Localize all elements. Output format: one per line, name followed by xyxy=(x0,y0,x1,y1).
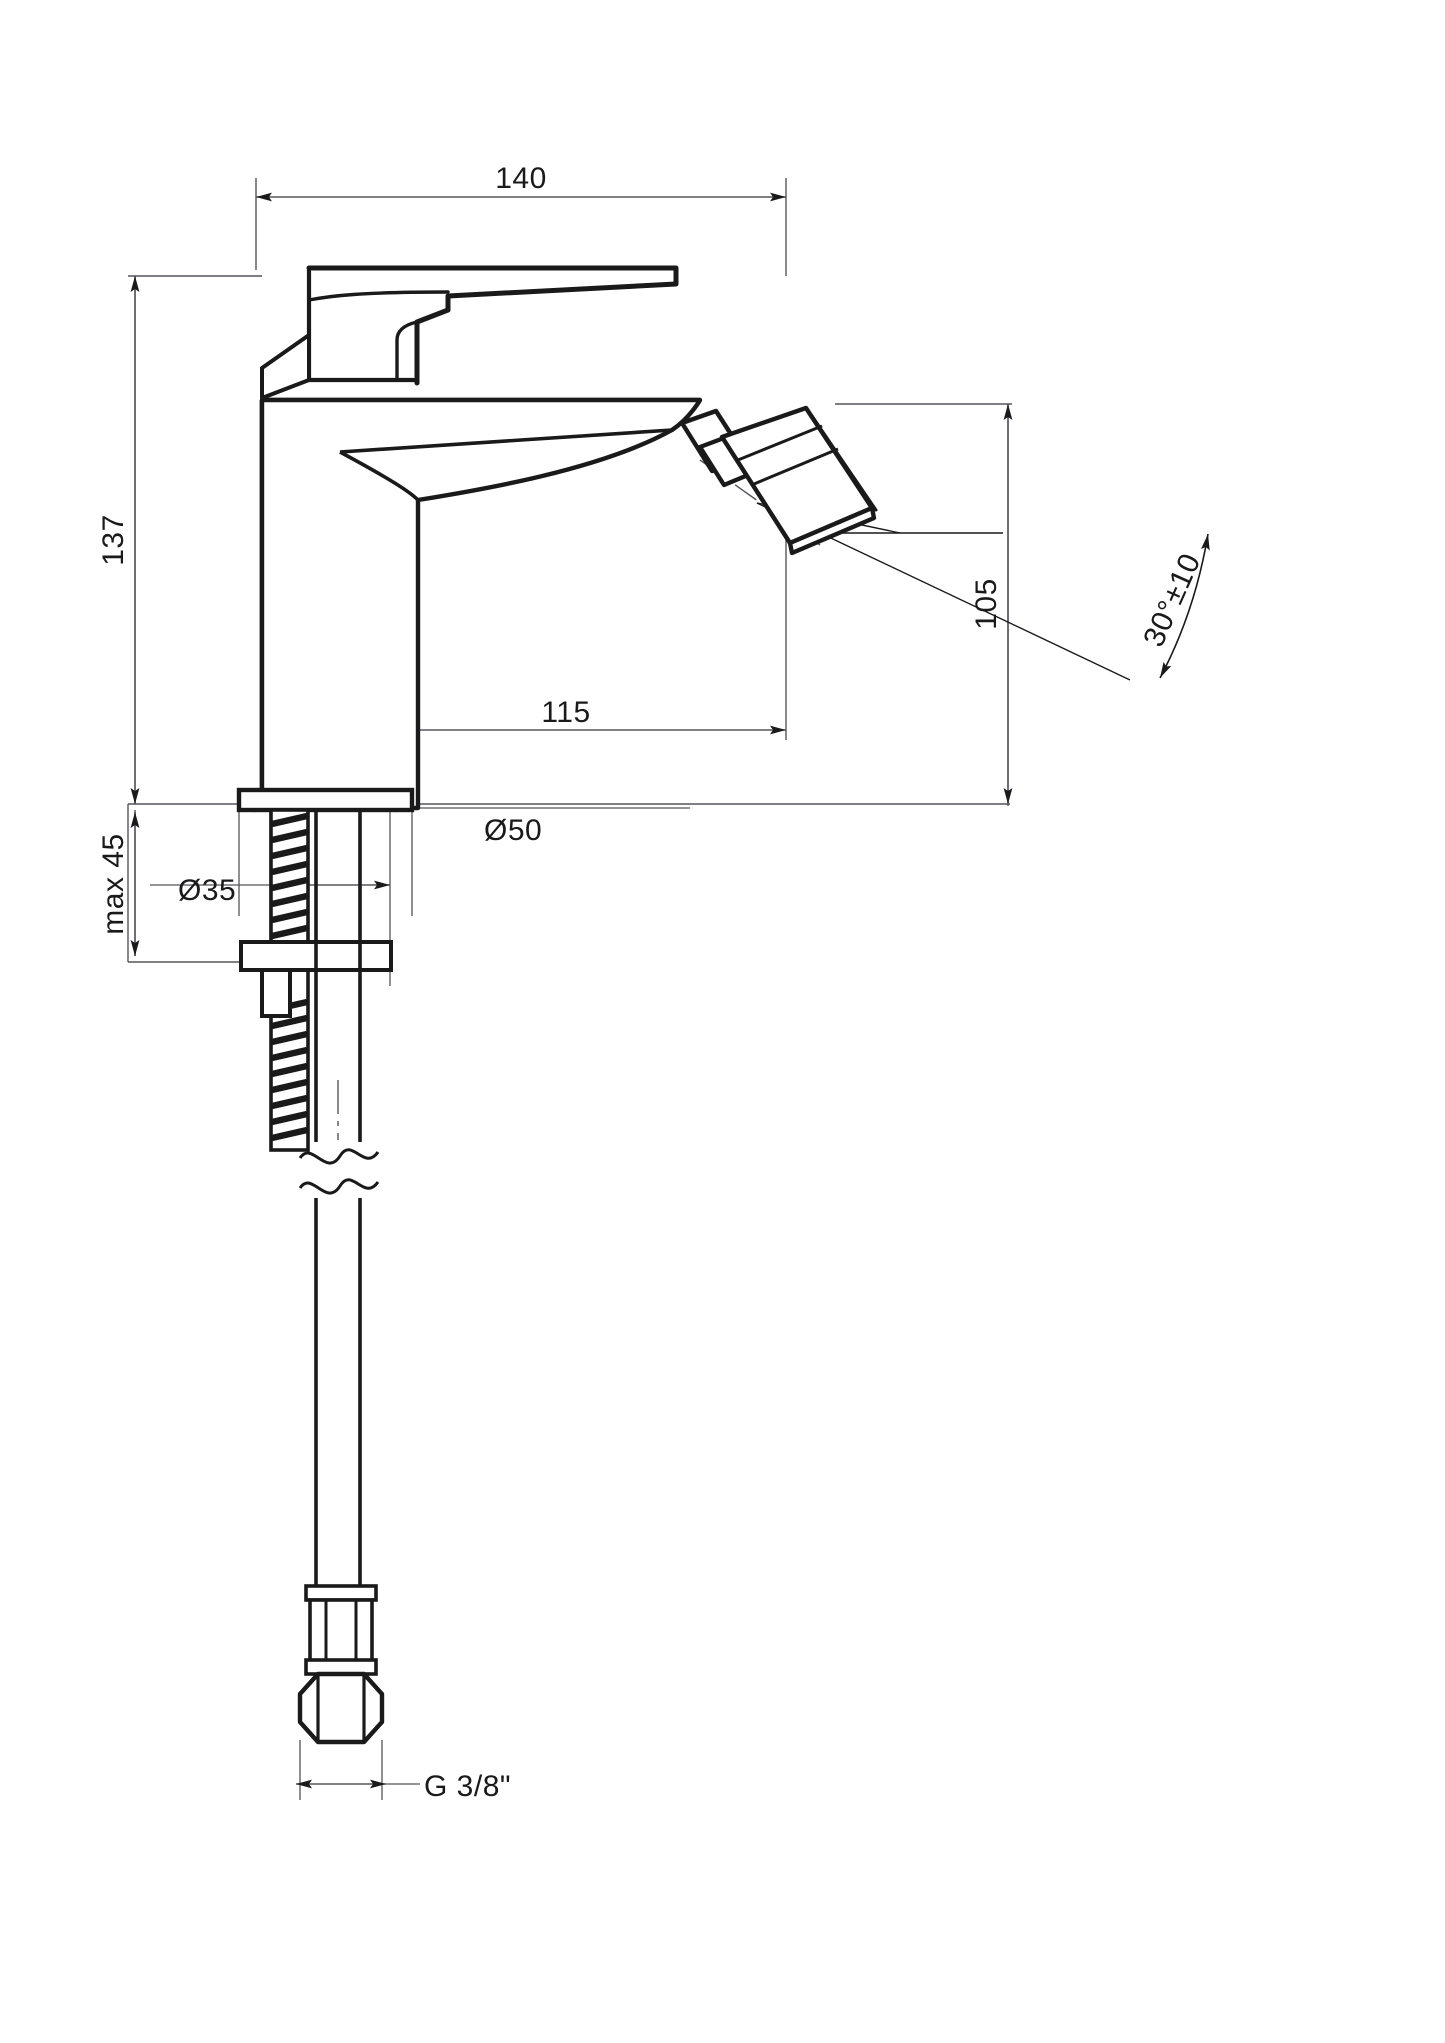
label-spout-reach-115: 115 xyxy=(541,696,590,729)
label-dia-35: Ø35 xyxy=(178,874,236,907)
label-max-45: max 45 xyxy=(97,833,130,934)
dimension-137: 137 xyxy=(97,276,140,804)
mounting-nut-body xyxy=(260,968,292,1018)
spout-top-chamfer xyxy=(339,428,673,454)
hex-nut-outline xyxy=(297,1671,385,1745)
hex-nut xyxy=(297,1671,385,1745)
spout-arm-body xyxy=(259,397,703,811)
tap-body xyxy=(260,265,679,400)
dimension-105: 105 xyxy=(970,404,1013,804)
spout-head xyxy=(679,405,878,556)
label-thread-g38: G 3/8" xyxy=(424,1770,511,1803)
hose-break-upper xyxy=(298,1148,380,1165)
hose-break-lower xyxy=(298,1178,380,1195)
label-width-140: 140 xyxy=(495,162,547,195)
hose-end-fitting xyxy=(304,1584,378,1676)
fitting-collar-top xyxy=(304,1584,378,1602)
label-spout-height-105: 105 xyxy=(970,578,1003,630)
escutcheon-plate xyxy=(236,787,415,813)
spout-arm xyxy=(259,397,703,811)
lever-handle-bevel xyxy=(307,290,450,302)
dimension-140: 140 xyxy=(256,162,786,202)
aerator-face xyxy=(787,505,877,556)
mounting-nut xyxy=(260,968,292,1018)
aerator-rib-1 xyxy=(753,447,839,486)
aerator-edge xyxy=(804,407,878,512)
escutcheon xyxy=(236,787,415,813)
spout-inner-chamfer xyxy=(339,450,420,502)
dimension-max-45: max 45 xyxy=(97,812,140,956)
label-dia-50: Ø50 xyxy=(484,814,542,847)
lever-handle-neck xyxy=(395,320,419,382)
dimension-thread-g38: G 3/8" xyxy=(296,1740,511,1803)
lever-front-edge xyxy=(260,333,311,370)
supply-hose xyxy=(298,810,380,1596)
aerator-rib-2 xyxy=(737,424,823,462)
label-height-137: 137 xyxy=(97,514,130,566)
